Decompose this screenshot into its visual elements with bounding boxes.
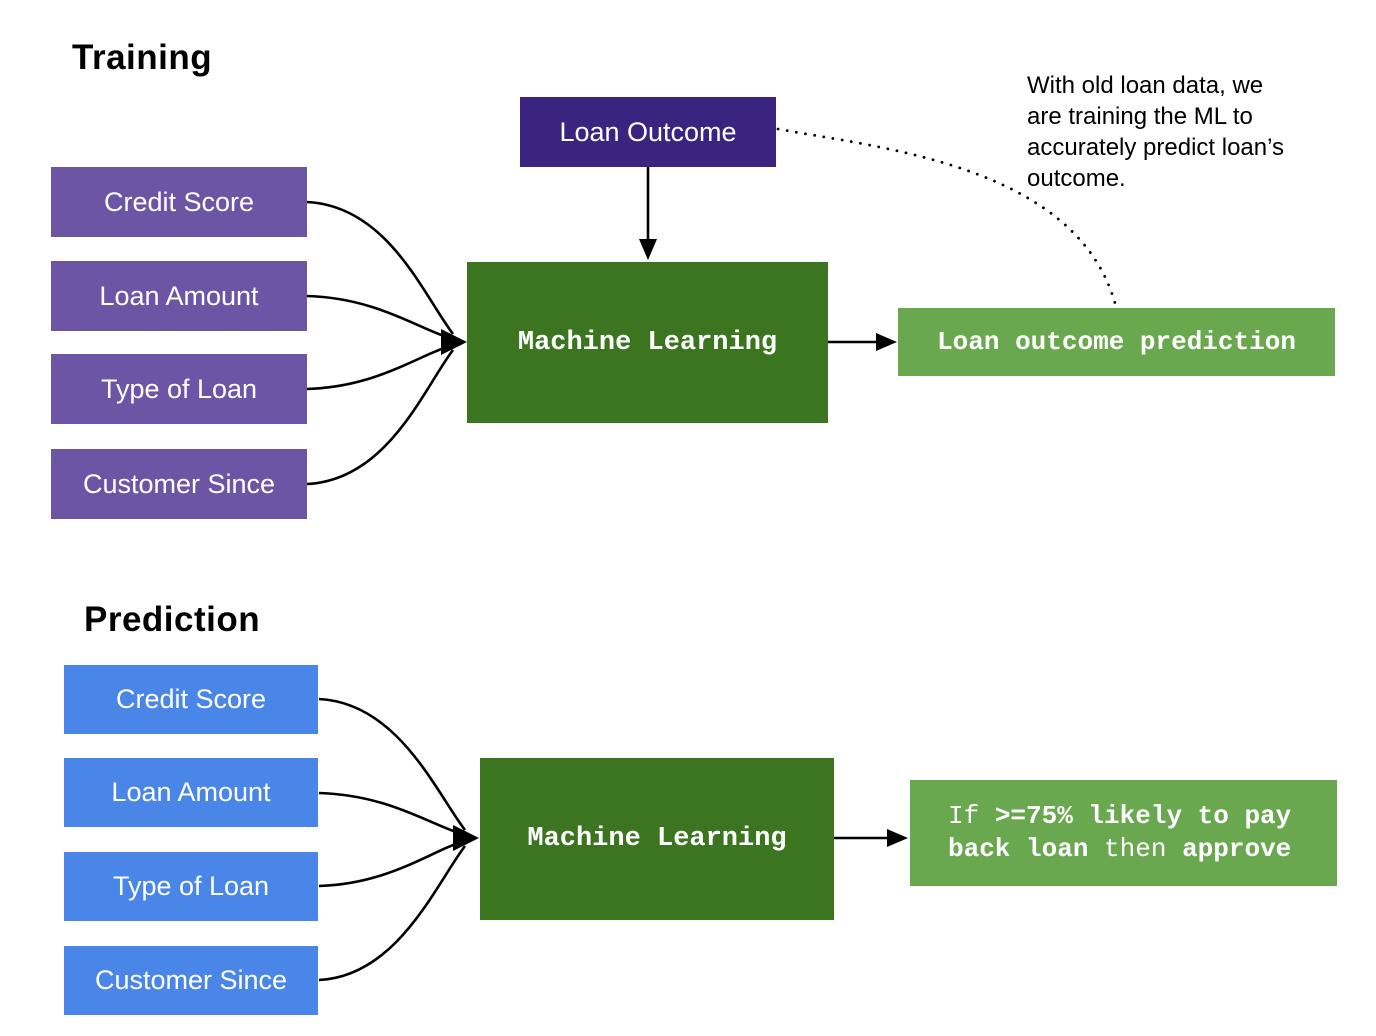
prediction-input-connectors bbox=[318, 697, 479, 982]
connector-training-loan-amount bbox=[306, 294, 454, 341]
rule-condition: >=75% likely to pay back loan bbox=[948, 801, 1292, 864]
training-output-box: Loan outcome prediction bbox=[898, 308, 1335, 376]
training-converge-arrowhead bbox=[441, 329, 467, 355]
loan-outcome-arrowhead bbox=[639, 239, 657, 260]
connector-training-credit-score bbox=[306, 200, 455, 335]
prediction-input-credit-score: Credit Score bbox=[64, 665, 318, 734]
connector-prediction-customer-since bbox=[318, 845, 467, 982]
connector-prediction-loan-amount bbox=[318, 791, 466, 837]
training-input-loan-amount: Loan Amount bbox=[51, 261, 307, 331]
rule-text: If >=75% likely to pay back loan then ap… bbox=[948, 800, 1317, 866]
training-input-credit-score: Credit Score bbox=[51, 167, 307, 237]
rule-action: approve bbox=[1182, 834, 1292, 864]
training-loan-outcome-box: Loan Outcome bbox=[520, 97, 776, 167]
annotation-line-2: are training the ML to bbox=[1027, 103, 1253, 130]
training-heading: Training bbox=[72, 38, 213, 77]
connector-prediction-credit-score bbox=[318, 697, 467, 831]
annotation-line-1: With old loan data, we bbox=[1027, 72, 1264, 99]
prediction-input-customer-since: Customer Since bbox=[64, 946, 318, 1015]
training-output-arrowhead bbox=[876, 333, 897, 351]
prediction-rule-box: If >=75% likely to pay back loan then ap… bbox=[910, 780, 1337, 886]
training-label-connector bbox=[639, 167, 657, 260]
rule-then-keyword: then bbox=[1088, 834, 1183, 864]
training-machine-learning-box: Machine Learning bbox=[467, 262, 828, 423]
connector-prediction-type-of-loan bbox=[318, 839, 466, 888]
training-input-type-of-loan: Type of Loan bbox=[51, 354, 307, 424]
annotation-line-3: accurately predict loan’s bbox=[1027, 134, 1285, 161]
connector-training-customer-since bbox=[306, 349, 455, 486]
rule-if-keyword: If bbox=[948, 801, 995, 831]
annotation-line-4: outcome. bbox=[1027, 165, 1126, 192]
prediction-converge-arrowhead bbox=[453, 825, 479, 851]
training-annotation: With old loan data, we are training the … bbox=[1027, 70, 1284, 194]
prediction-input-loan-amount: Loan Amount bbox=[64, 758, 318, 827]
connector-training-type-of-loan bbox=[306, 343, 454, 391]
training-input-customer-since: Customer Since bbox=[51, 449, 307, 519]
prediction-output-arrowhead bbox=[887, 829, 908, 847]
prediction-output-connector bbox=[834, 829, 908, 847]
prediction-machine-learning-box: Machine Learning bbox=[480, 758, 834, 920]
training-output-connector bbox=[828, 333, 897, 351]
training-input-connectors bbox=[306, 200, 467, 486]
prediction-input-type-of-loan: Type of Loan bbox=[64, 852, 318, 921]
prediction-heading: Prediction bbox=[84, 600, 261, 639]
